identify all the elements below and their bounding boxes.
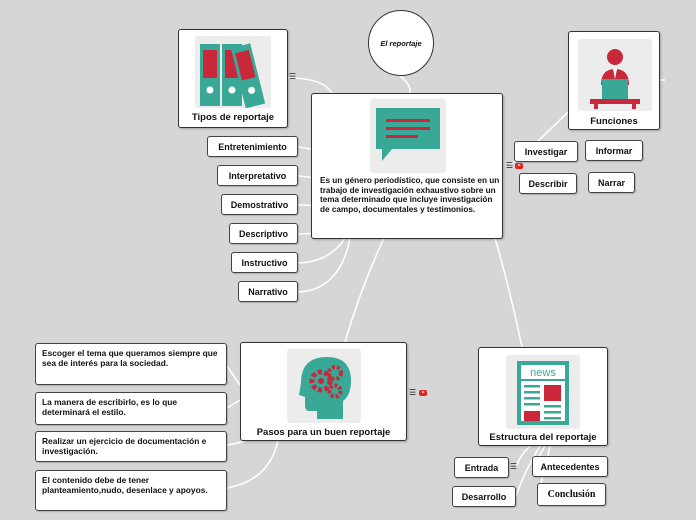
paso-item[interactable]: La manera de escribirlo, es lo que deter… [35, 392, 227, 425]
estructura-node[interactable]: news Estructura del reportaje [478, 347, 608, 446]
tipo-item[interactable]: Demostrativo [221, 194, 298, 215]
head-gears-icon [287, 349, 361, 423]
paso-item[interactable]: Realizar un ejercicio de documentación e… [35, 431, 227, 462]
center-node[interactable]: Es un género periodístico, que consiste … [311, 93, 503, 239]
funcion-item[interactable]: Investigar [514, 141, 578, 162]
presenter-icon [578, 39, 652, 111]
tipo-item[interactable]: Narrativo [238, 281, 298, 302]
estructura-item[interactable]: Desarrollo [452, 486, 516, 507]
estructura-title: Estructura del reportaje [489, 432, 597, 443]
funciones-node[interactable]: Funciones [568, 31, 660, 130]
center-menu-icon[interactable]: ☰ [506, 161, 514, 170]
estructura-item[interactable]: Entrada [454, 457, 509, 478]
pasos-menu-icon[interactable]: ☰ [409, 388, 417, 397]
tipo-item[interactable]: Descriptivo [229, 223, 298, 244]
newspaper-icon: news [506, 355, 580, 429]
estructura-menu-icon[interactable]: ☰ [510, 462, 518, 471]
pasos-node[interactable]: Pasos para un buen reportaje [240, 342, 407, 441]
tipos-menu-icon[interactable]: ☰ [289, 72, 297, 81]
pasos-title: Pasos para un buen reportaje [256, 427, 391, 438]
paso-item[interactable]: Escoger el tema que queramos siempre que… [35, 343, 227, 385]
video-icon[interactable] [419, 390, 427, 396]
root-node[interactable]: El reportaje [368, 10, 434, 76]
estructura-item[interactable]: Conclusión [537, 483, 606, 506]
tipo-item[interactable]: Instructivo [231, 252, 298, 273]
funcion-item[interactable]: Describir [519, 173, 577, 194]
video-icon[interactable] [515, 163, 523, 169]
funciones-title: Funciones [590, 116, 638, 127]
tipos-node[interactable]: Tipos de reportaje [178, 29, 288, 128]
tipos-title: Tipos de reportaje [191, 112, 275, 123]
estructura-item[interactable]: Antecedentes [532, 456, 608, 477]
funcion-item[interactable]: Narrar [588, 172, 635, 193]
binders-icon [195, 36, 271, 109]
funcion-item[interactable]: Informar [585, 140, 643, 161]
newspaper-icon-label: news [530, 367, 556, 379]
tipo-item[interactable]: Entretenimiento [207, 136, 298, 157]
tipo-item[interactable]: Interpretativo [217, 165, 298, 186]
root-title: El reportaje [380, 38, 422, 48]
paso-item[interactable]: El contenido debe de tener planteamiento… [35, 470, 227, 511]
speech-bubble-icon [370, 99, 446, 173]
center-text: Es un género periodístico, que consiste … [320, 176, 500, 214]
